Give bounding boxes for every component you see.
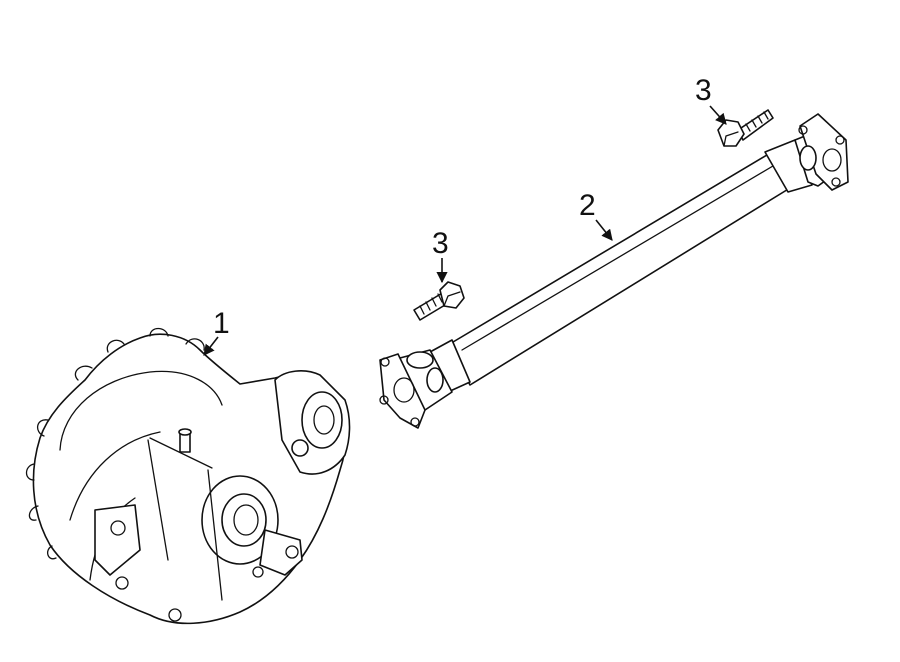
callout-leader-2 (595, 219, 613, 241)
callout-label-1: 1 (213, 307, 230, 340)
callout-leader-1 (203, 336, 219, 356)
front-differential[interactable] (25, 327, 351, 625)
callout-leader-3-upper (709, 105, 727, 125)
bolt-upper[interactable] (717, 109, 774, 147)
bolt-lower[interactable] (413, 281, 465, 321)
drive-shaft[interactable] (379, 113, 849, 429)
callout-label-3-upper: 3 (695, 74, 712, 107)
callout-label-2: 2 (579, 189, 596, 222)
callout-label-3-lower: 3 (432, 227, 449, 260)
